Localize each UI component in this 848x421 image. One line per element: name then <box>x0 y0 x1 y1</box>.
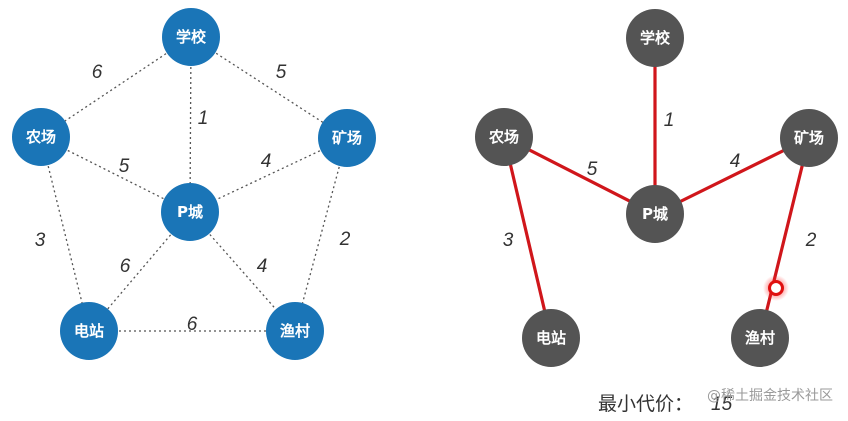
left-edge-mine-fishing <box>294 137 348 332</box>
left-node-fishing: 渔村 <box>266 302 324 360</box>
left-edge-farm-power <box>40 136 90 332</box>
right-weight-school-city: 1 <box>664 110 675 131</box>
left-node-fishing-label: 渔村 <box>280 322 310 340</box>
left-weight-mine-fishing: 2 <box>339 229 351 250</box>
left-weight-farm-power: 3 <box>35 230 46 251</box>
right-node-school-label: 学校 <box>640 29 671 47</box>
right-node-school: 学校 <box>626 9 684 67</box>
right-weight-farm-city: 5 <box>587 159 598 180</box>
right-graph: 1 5 4 3 2 学校 农场 矿场 P城 电站 渔村 最小 <box>475 9 838 415</box>
right-node-fishing: 渔村 <box>731 309 789 367</box>
right-node-farm: 农场 <box>475 108 533 166</box>
watermark: @稀土掘金技术社区 <box>707 388 833 404</box>
right-weight-mine-city: 4 <box>730 151 741 172</box>
left-node-farm-label: 农场 <box>25 128 56 146</box>
left-weight-city-power: 6 <box>120 256 131 277</box>
left-node-power-label: 电站 <box>74 322 104 340</box>
left-weight-farm-city: 5 <box>119 156 130 177</box>
left-weight-school-mine: 5 <box>276 62 287 83</box>
left-node-city: P城 <box>161 183 219 241</box>
min-cost-label: 最小代价： <box>598 393 693 415</box>
left-node-school: 学校 <box>162 8 220 66</box>
right-weight-farm-power: 3 <box>503 230 514 251</box>
left-weight-mine-city: 4 <box>261 151 272 172</box>
right-node-power-label: 电站 <box>536 329 566 347</box>
right-node-city-label: P城 <box>642 205 668 223</box>
right-edge-farm-power <box>502 135 553 340</box>
left-edge-school-farm <box>40 36 192 138</box>
left-weight-school-farm: 6 <box>92 62 103 83</box>
left-weight-school-city: 1 <box>198 108 209 129</box>
left-node-school-label: 学校 <box>176 28 207 46</box>
min-cost-value: 15 <box>711 394 733 415</box>
left-node-power: 电站 <box>60 302 118 360</box>
left-node-mine: 矿场 <box>318 109 376 167</box>
right-edge-mine-fishing <box>758 136 811 340</box>
right-node-city: P城 <box>626 185 684 243</box>
left-graph: 6 5 1 5 4 3 2 6 4 6 学校 农场 矿场 P城 电站 <box>12 8 376 360</box>
left-node-city-label: P城 <box>177 203 203 221</box>
left-edge-mine-city <box>189 137 348 213</box>
right-node-mine: 矿场 <box>780 109 838 167</box>
left-node-farm: 农场 <box>12 108 70 166</box>
left-weight-power-fishing: 6 <box>187 314 198 335</box>
cursor-marker <box>763 275 789 301</box>
left-edge-school-mine <box>190 36 348 139</box>
right-weight-mine-fishing: 2 <box>805 230 817 251</box>
right-node-mine-label: 矿场 <box>794 129 824 147</box>
left-edge-school-city <box>189 36 192 213</box>
right-node-farm-label: 农场 <box>488 128 519 146</box>
left-node-mine-label: 矿场 <box>332 129 362 147</box>
left-weight-city-fishing: 4 <box>257 256 268 277</box>
right-node-power: 电站 <box>522 309 580 367</box>
right-node-fishing-label: 渔村 <box>745 329 775 347</box>
